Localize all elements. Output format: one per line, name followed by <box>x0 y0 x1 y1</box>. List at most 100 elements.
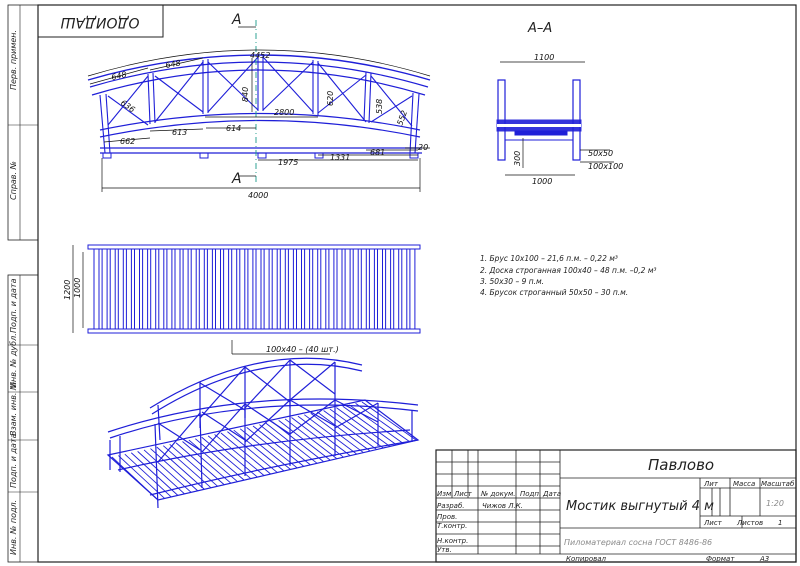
spec-line-2: 2. Доска строганная 100х40 – 48 п.м. –0,… <box>480 266 656 275</box>
dim-662: 662 <box>120 137 135 146</box>
dim-636: 636 <box>119 98 137 114</box>
deck-board <box>247 248 254 330</box>
deck-board <box>175 442 225 485</box>
deck-board <box>368 248 375 330</box>
dim-648-right: 648 <box>165 58 182 70</box>
deck-board <box>134 248 140 330</box>
deck-board <box>316 411 370 452</box>
deck-board <box>201 436 251 479</box>
dim-20: 20 <box>418 143 428 152</box>
tb-row-utv: Утв. <box>437 546 452 554</box>
stamp-box <box>37 4 164 38</box>
dim-681: 681 <box>370 148 385 157</box>
dim-613: 613 <box>172 128 187 137</box>
tb-sheets: Листов <box>736 519 763 527</box>
tb-company: Павлово <box>648 456 714 474</box>
dim-620: 620 <box>326 91 335 106</box>
deck-board <box>125 248 132 330</box>
deck-board <box>150 448 198 492</box>
deck-boards <box>93 248 416 330</box>
deck-board <box>223 248 230 330</box>
margin-label-2: Справ. № <box>9 161 18 200</box>
dim-1100: 1100 <box>534 53 554 62</box>
deck-board <box>198 248 205 330</box>
deck-board <box>377 248 383 330</box>
tb-col-scale: Масштаб <box>761 480 795 488</box>
deck-board <box>174 248 181 330</box>
deck-board <box>231 248 238 330</box>
deck-board <box>287 248 294 330</box>
tb-row-tkontr: Т.контр. <box>437 522 467 530</box>
deck-board <box>142 248 149 330</box>
deck-board <box>263 248 270 330</box>
dim-648-left: 648 <box>111 70 128 82</box>
deck-board <box>296 248 302 330</box>
tb-col-lit: Лит <box>703 480 719 488</box>
deck-board <box>93 248 100 330</box>
dim-4000: 4000 <box>248 191 268 200</box>
dim-2800: 2800 <box>274 108 294 117</box>
deck-board <box>166 248 173 330</box>
deck-board <box>352 248 359 330</box>
deck-board <box>169 443 218 487</box>
margin-label-5: Взам. инв. № <box>9 382 18 436</box>
dim-1000-section: 1000 <box>532 177 552 186</box>
dim-4452: 4452 <box>250 51 270 60</box>
dim-840: 840 <box>241 87 250 102</box>
deck-board <box>158 248 165 330</box>
tb-head-sign: Подп. <box>520 490 541 498</box>
deck-board <box>124 453 172 498</box>
deck-board <box>336 248 343 330</box>
deck-board <box>255 248 262 330</box>
deck-board <box>162 445 212 489</box>
tb-format-value: А3 <box>759 555 769 563</box>
margin-label-7: Инв. № подл. <box>9 500 18 555</box>
deck-board <box>342 405 397 445</box>
deck-board <box>214 434 265 476</box>
deck-board <box>227 431 278 473</box>
dim-1331: 1331 <box>330 153 350 162</box>
section-mark-top: A <box>231 12 242 28</box>
deck-board <box>220 432 271 475</box>
left-margin-lower <box>7 274 39 563</box>
deck-board <box>401 248 408 330</box>
deck-board <box>246 427 298 469</box>
section-mark-bottom: A <box>231 171 242 187</box>
margin-label-6: Подп. и дата <box>9 433 18 488</box>
deck-board <box>328 248 335 330</box>
deck-board <box>279 248 286 330</box>
stamp-text: ОДОИДАШ <box>61 14 140 30</box>
deck-board <box>233 429 284 472</box>
dim-100x100: 100х100 <box>588 162 623 171</box>
left-margin-upper <box>7 4 39 241</box>
deck-board <box>190 248 197 330</box>
deck-board <box>259 424 311 465</box>
dim-1975: 1975 <box>278 158 298 167</box>
deck-board <box>284 418 337 459</box>
bridge-isometric <box>106 357 420 509</box>
deck-board <box>117 248 124 330</box>
deck-board <box>239 248 246 330</box>
deck-board <box>297 415 351 456</box>
spec-line-3: 3. 50х30 – 9 п.м. <box>480 277 544 286</box>
margin-label-3: Подп. и дата <box>9 278 18 333</box>
deck-board <box>182 441 232 484</box>
section-title: A–A <box>527 21 552 36</box>
deck-board <box>385 248 392 330</box>
section-view: A–A 1100 1000 300 50х50 100х100 <box>496 21 623 186</box>
deck-board <box>304 414 357 455</box>
tb-scale: 1:20 <box>766 499 784 508</box>
deck-board <box>215 248 221 330</box>
margin-label-4: Инв. № дубл. <box>9 333 18 388</box>
tb-material: Пиломатериал сосна ГОСТ 8486-86 <box>564 538 712 547</box>
deck-board <box>329 408 384 449</box>
deck-board <box>310 412 364 453</box>
deck-board <box>393 248 400 330</box>
deck-board <box>278 419 331 461</box>
tb-razrab-name: Чижов Л.К. <box>482 502 523 510</box>
deck-board <box>207 435 258 478</box>
dim-boards: 100х40 – (40 шт.) <box>266 345 339 354</box>
deck-board <box>312 248 319 330</box>
tb-row-prov: Пров. <box>437 513 457 521</box>
